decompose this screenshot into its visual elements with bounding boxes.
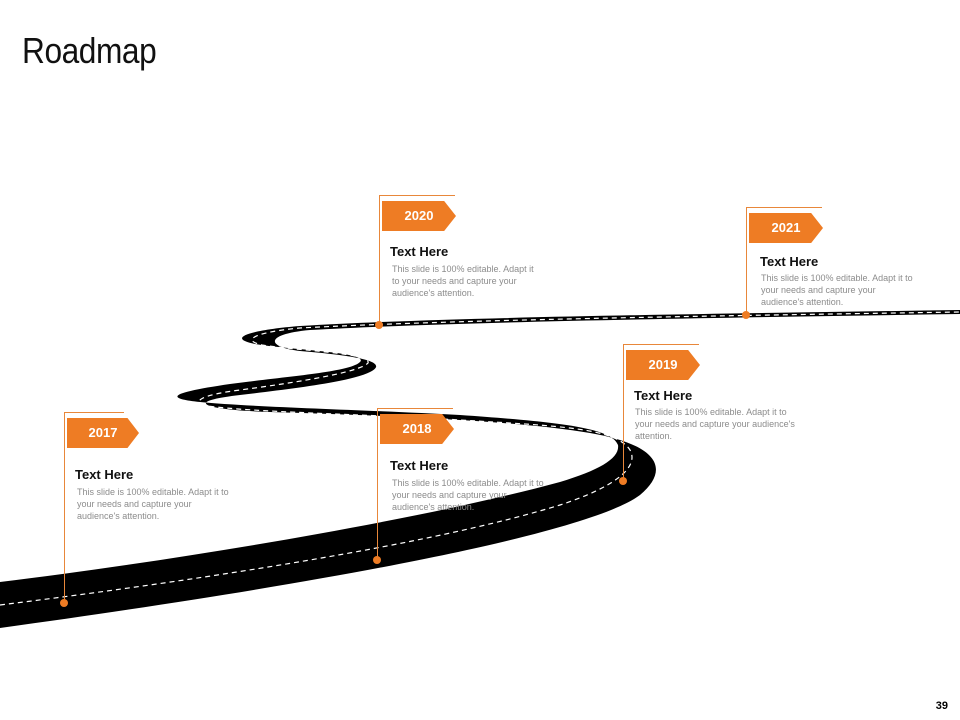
milestone-dot [742, 311, 750, 319]
milestone-description: This slide is 100% editable. Adapt it to… [761, 273, 913, 307]
page-title: Roadmap [22, 30, 157, 71]
flag-top-line [623, 344, 699, 345]
milestone-description: This slide is 100% editable. Adapt it to… [77, 487, 229, 521]
flag-top-line [64, 412, 124, 413]
road-lane-marking [0, 311, 960, 606]
flag-pole [379, 195, 380, 325]
year-tag: 2017 [67, 418, 139, 448]
page-number: 39 [935, 700, 948, 712]
year-tag: 2020 [382, 201, 456, 231]
flag-pole [623, 344, 624, 481]
road-surface [0, 310, 960, 628]
milestone-description: This slide is 100% editable. Adapt it to… [392, 264, 534, 298]
milestone-description: This slide is 100% editable. Adapt it to… [392, 478, 544, 512]
year-tag: 2019 [626, 350, 700, 380]
flag-pole [377, 408, 378, 560]
flag-pole [746, 207, 747, 315]
year-tag: 2018 [380, 414, 454, 444]
milestone-dot [375, 321, 383, 329]
year-tag: 2021 [749, 213, 823, 243]
flag-top-line [377, 408, 453, 409]
milestone-dot [619, 477, 627, 485]
milestone-heading: Text Here [634, 388, 693, 403]
milestone-dot [60, 599, 68, 607]
milestone-heading: Text Here [390, 458, 449, 473]
milestone-heading: Text Here [75, 467, 134, 482]
flag-top-line [746, 207, 822, 208]
flag-pole [64, 412, 65, 603]
milestone-heading: Text Here [390, 244, 449, 259]
milestone-dot [373, 556, 381, 564]
milestone-heading: Text Here [760, 254, 819, 269]
flag-top-line [379, 195, 455, 196]
milestone-description: This slide is 100% editable. Adapt it to… [635, 407, 795, 441]
